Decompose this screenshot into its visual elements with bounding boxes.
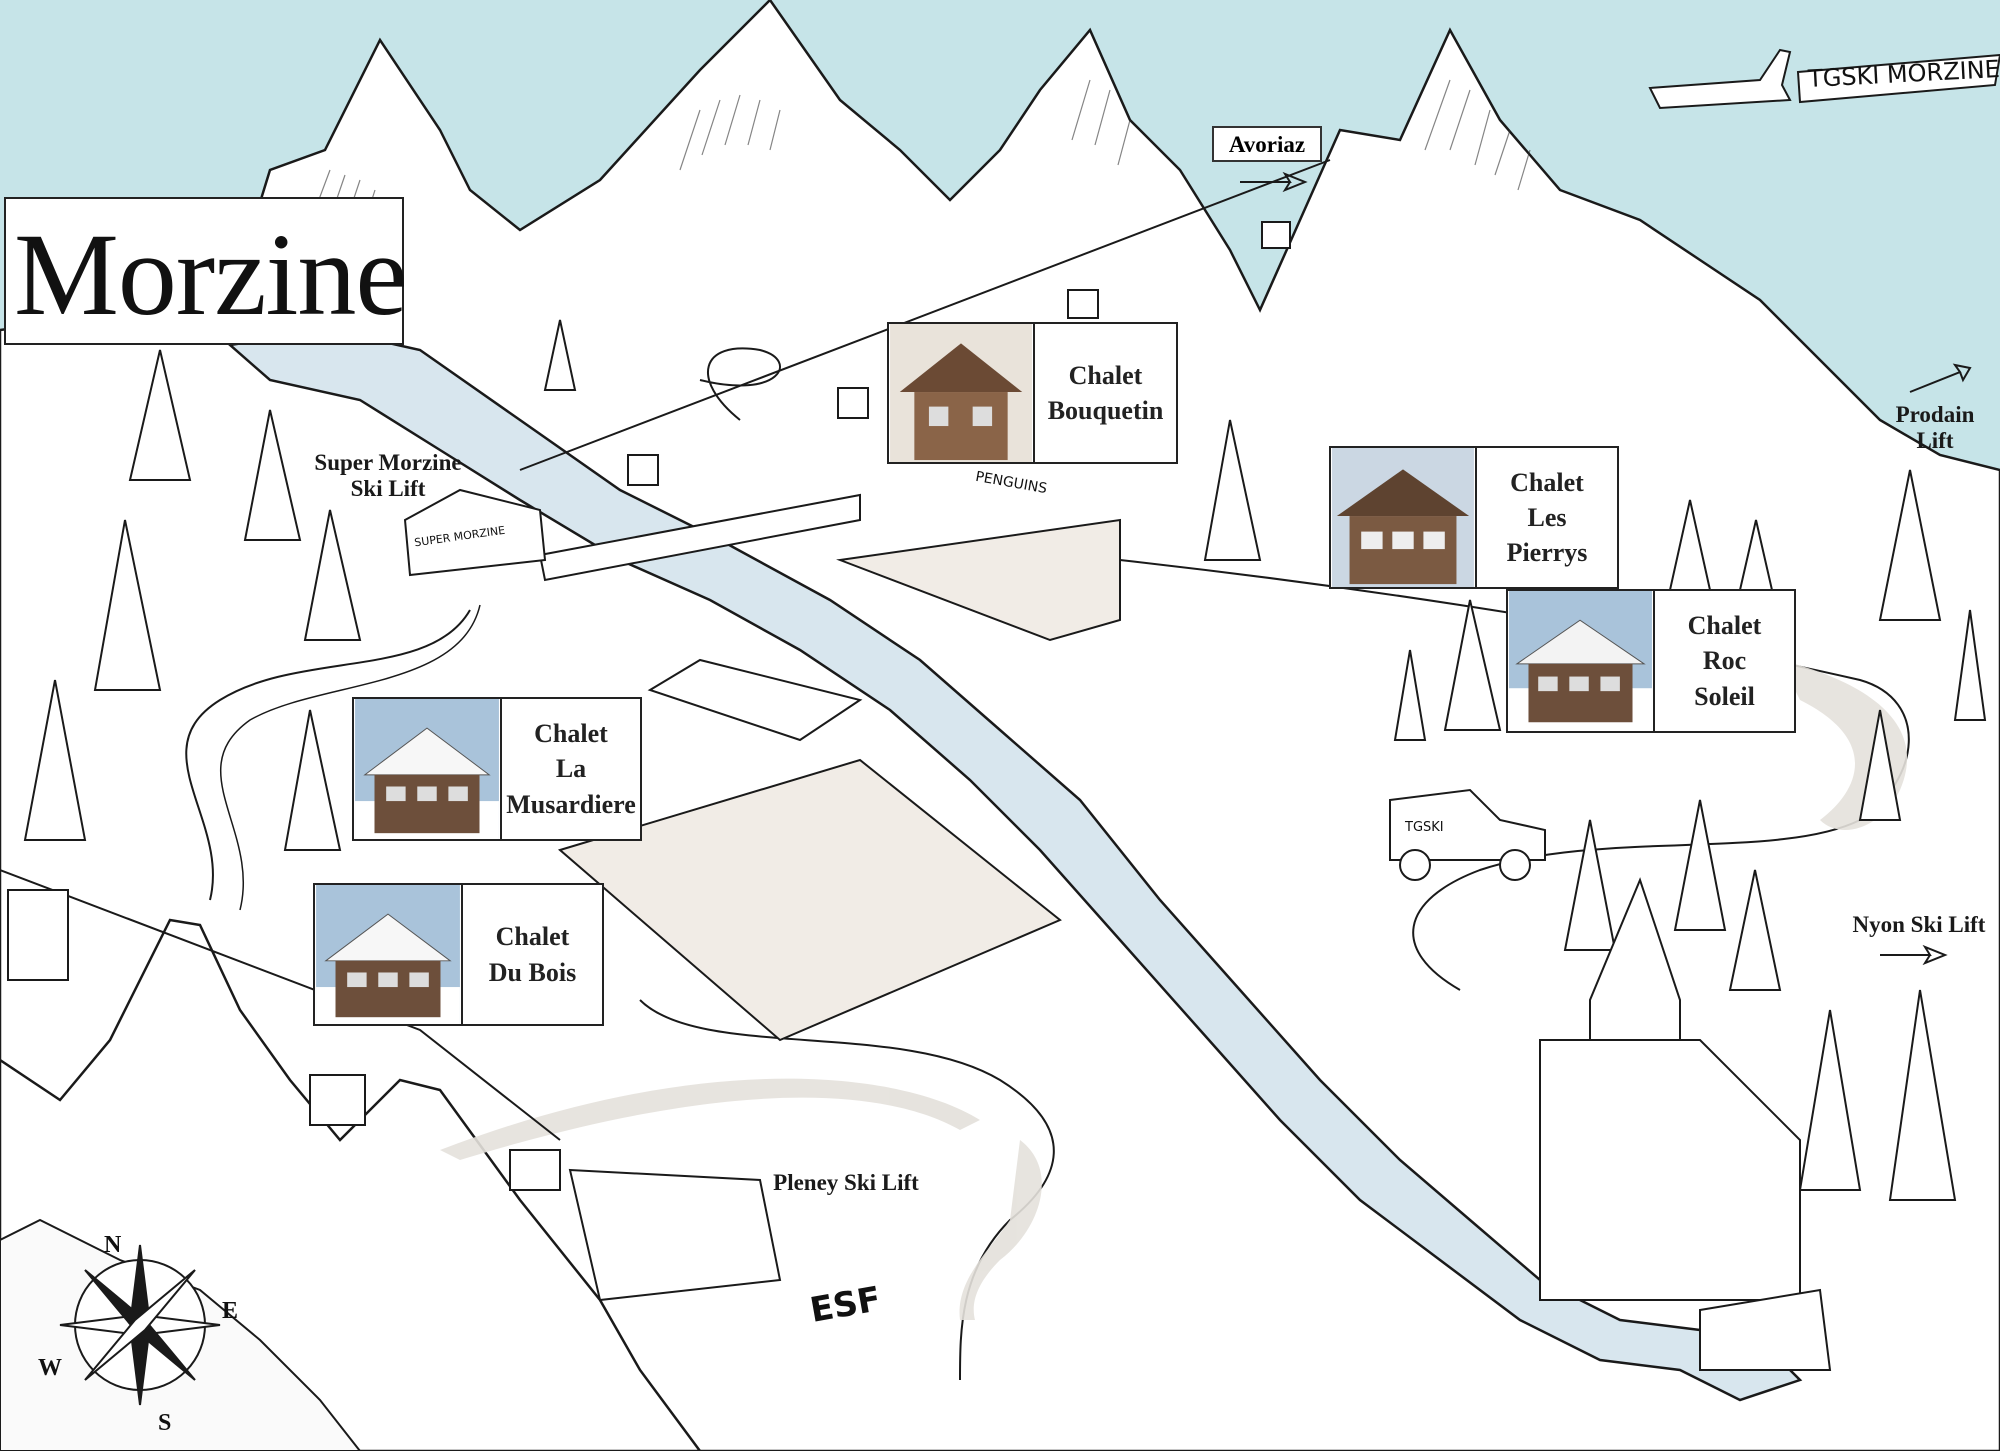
map-title-box: Morzine (4, 197, 408, 345)
chalet-card-la-musardiere[interactable]: Chalet La Musardiere (352, 697, 642, 841)
plane (1648, 48, 2000, 110)
jeep-logo: TGSKI (1405, 820, 1444, 835)
chalet-card-bouquetin[interactable]: Chalet Bouquetin (887, 322, 1178, 464)
super-morzine-lift-label[interactable]: Super Morzine Ski Lift (314, 450, 462, 501)
chalet-name: Chalet Les Pierrys (1506, 467, 1588, 568)
chalet-name: Chalet Bouquetin (1047, 360, 1164, 425)
super-morzine-hut (403, 488, 547, 577)
gondolas (7, 221, 1291, 1191)
chalet-photo (1508, 591, 1655, 731)
cable-lines (0, 159, 1331, 1141)
chalet-photo (354, 699, 502, 839)
chalet-name: Chalet Roc Soleil (1687, 611, 1762, 711)
river (227, 328, 1803, 1402)
pleney-lift-label[interactable]: Pleney Ski Lift (773, 1170, 919, 1195)
mountain-shading (314, 79, 1531, 216)
compass-rose (59, 1244, 221, 1406)
compass-south: S (158, 1410, 172, 1436)
bridge (538, 493, 1832, 1371)
chalet-photo (315, 885, 463, 1024)
avoriaz-label: Avoriaz (1212, 126, 1322, 162)
map-title: Morzine (14, 209, 408, 340)
direction-arrows (1240, 171, 1972, 966)
chalet-name: Chalet La Musardiere (506, 719, 636, 819)
chalet-photo (1331, 448, 1477, 587)
pleney-lift-station (568, 1168, 782, 1302)
church (1539, 877, 1801, 1301)
chalet-card-les-pierrys[interactable]: Chalet Les Pierrys (1329, 446, 1619, 589)
compass-north: N (104, 1232, 122, 1258)
plaza (557, 518, 1121, 1042)
chalet-name: Chalet Du Bois (488, 922, 577, 987)
chalet-card-du-bois[interactable]: Chalet Du Bois (313, 883, 604, 1026)
compass-west: W (38, 1355, 62, 1381)
chalet-photo (889, 324, 1035, 462)
compass-east: E (222, 1298, 239, 1324)
prodain-lift-label[interactable]: Prodain Lift (1895, 402, 1975, 453)
jeep (1389, 788, 1546, 881)
trees (23, 319, 1987, 1201)
nyon-lift-label[interactable]: Nyon Ski Lift (1852, 912, 1986, 937)
chalet-card-roc-soleil[interactable]: Chalet Roc Soleil (1506, 589, 1796, 733)
